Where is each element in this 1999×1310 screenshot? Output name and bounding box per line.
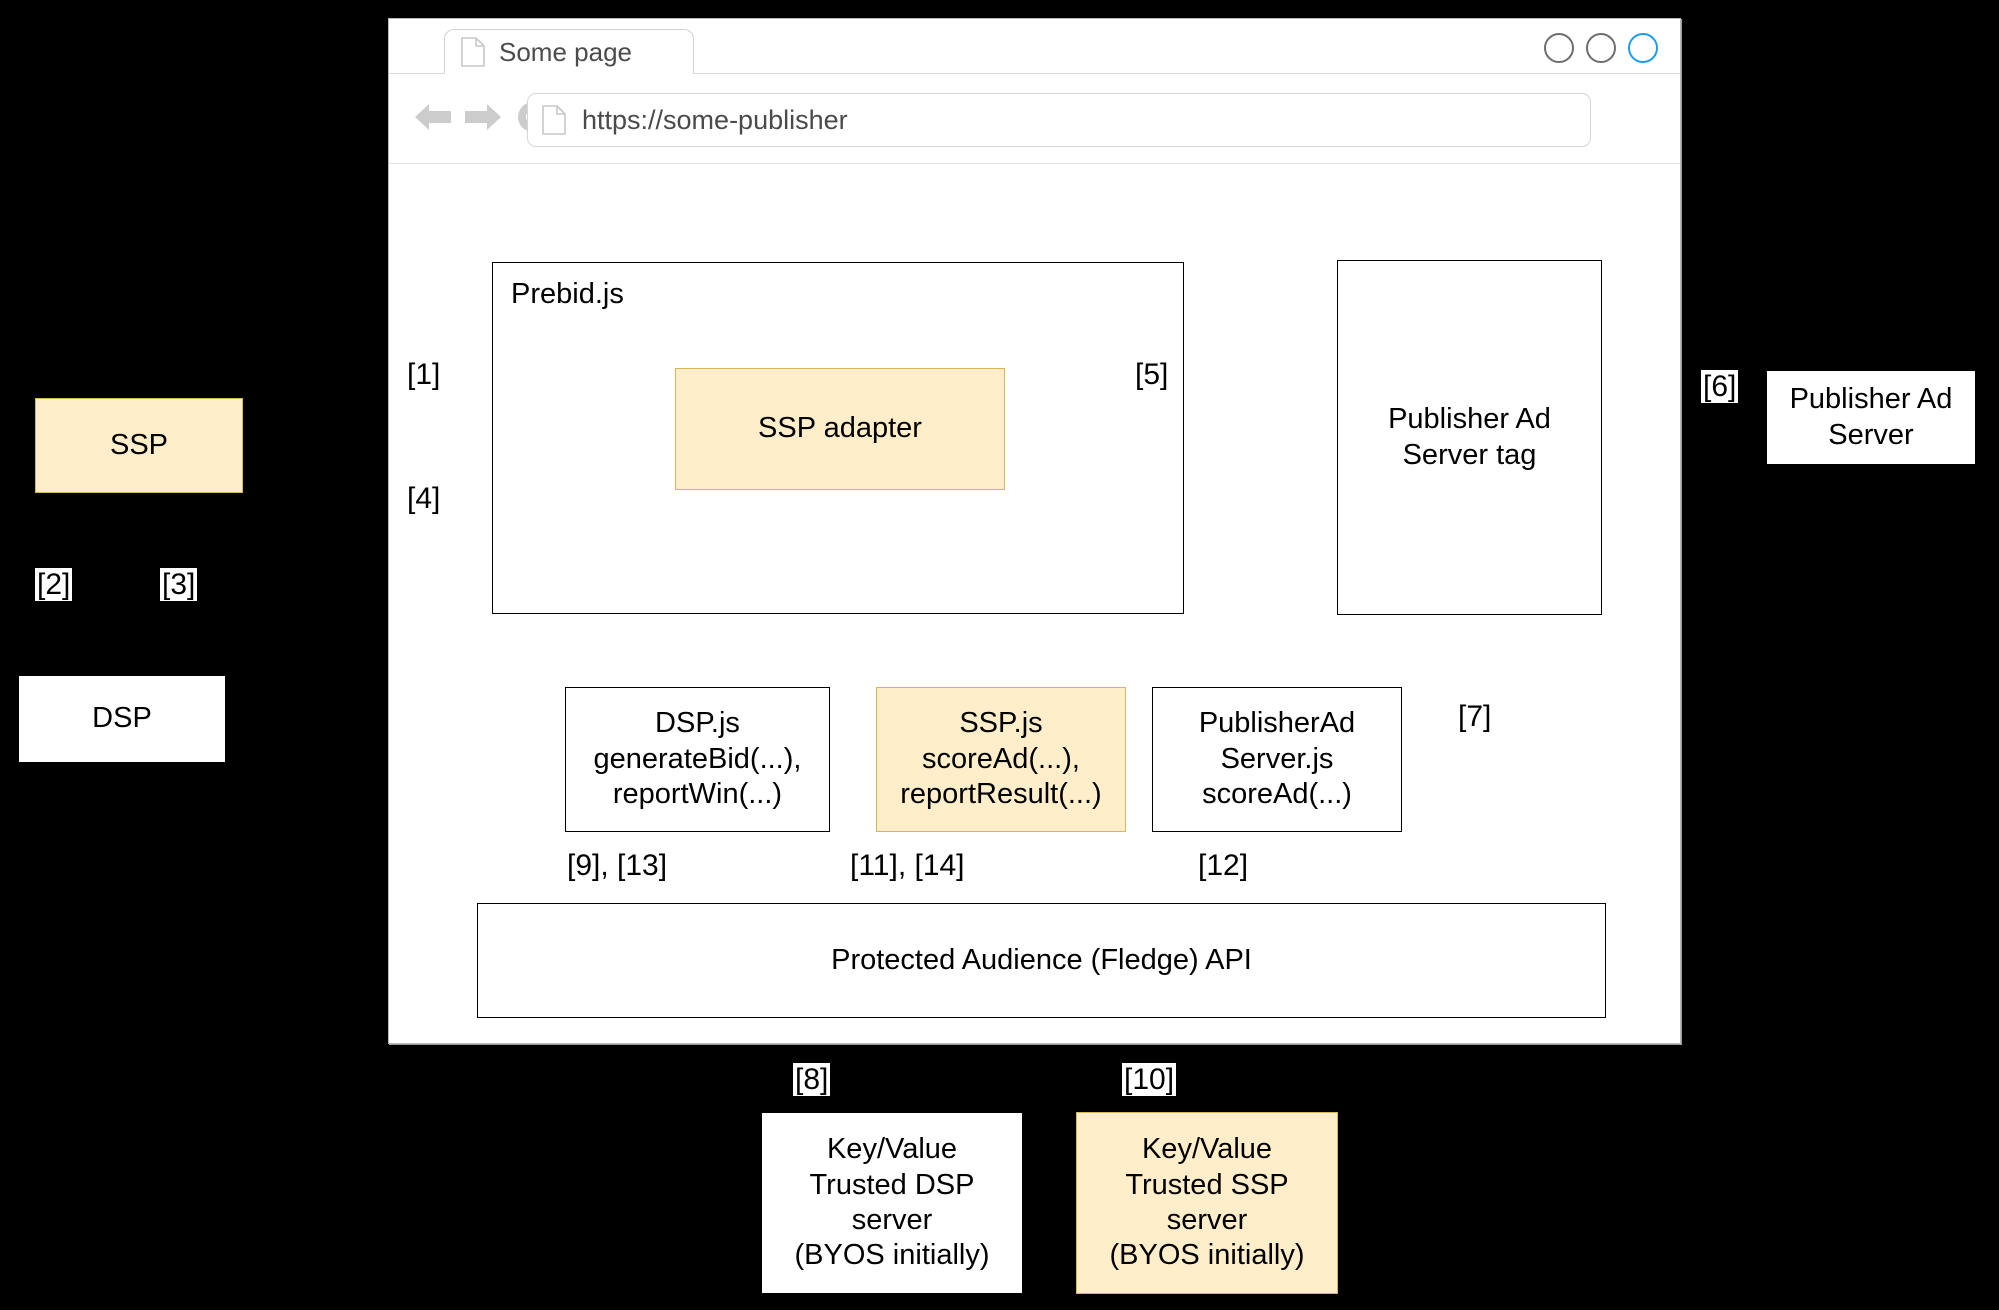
ssp-adapter-box: SSP adapter [675, 368, 1005, 490]
url-text: https://some-publisher [582, 104, 848, 135]
protected-audience-api-box: Protected Audience (Fledge) API [477, 903, 1606, 1018]
step-label-7: [7] [1456, 700, 1494, 733]
document-icon [461, 37, 485, 67]
step-label-11-14: [11], [14] [848, 849, 967, 882]
step-label-1: [1] [405, 358, 443, 391]
step-label-6: [6] [1701, 370, 1739, 403]
dsp-js-box: DSP.js generateBid(...), reportWin(...) [565, 687, 830, 832]
tab-title: Some page [499, 36, 632, 67]
step-label-4: [4] [405, 482, 443, 515]
window-controls [1544, 33, 1658, 63]
forward-arrow-icon[interactable] [461, 98, 505, 141]
tab-strip: Some page [389, 19, 1680, 74]
ssp-js-box: SSP.js scoreAd(...), reportResult(...) [876, 687, 1126, 832]
key-value-trusted-dsp-server-box: Key/Value Trusted DSP server (BYOS initi… [761, 1112, 1023, 1294]
tab-some-page[interactable]: Some page [444, 29, 694, 74]
step-label-2: [2] [35, 568, 73, 601]
dsp-box: DSP [18, 675, 226, 763]
step-label-10: [10] [1122, 1063, 1177, 1096]
publisher-ad-server-tag-box: Publisher Ad Server tag [1337, 260, 1602, 615]
back-arrow-icon[interactable] [411, 98, 455, 141]
maximize-circle-icon[interactable] [1586, 33, 1616, 63]
browser-toolbar: https://some-publisher [389, 75, 1680, 164]
step-label-3: [3] [160, 568, 198, 601]
step-label-12: [12] [1196, 849, 1251, 882]
address-bar[interactable]: https://some-publisher [527, 93, 1591, 147]
close-circle-icon[interactable] [1628, 33, 1658, 63]
publisher-ad-server-box: Publisher Ad Server [1766, 370, 1976, 465]
ssp-box: SSP [35, 398, 243, 493]
step-label-8: [8] [793, 1063, 831, 1096]
publisher-ad-server-js-box: PublisherAd Server.js scoreAd(...) [1152, 687, 1402, 832]
step-label-9-13: [9], [13] [565, 849, 670, 882]
document-icon [542, 105, 566, 135]
minimize-circle-icon[interactable] [1544, 33, 1574, 63]
step-label-5: [5] [1133, 358, 1171, 391]
key-value-trusted-ssp-server-box: Key/Value Trusted SSP server (BYOS initi… [1076, 1112, 1338, 1294]
